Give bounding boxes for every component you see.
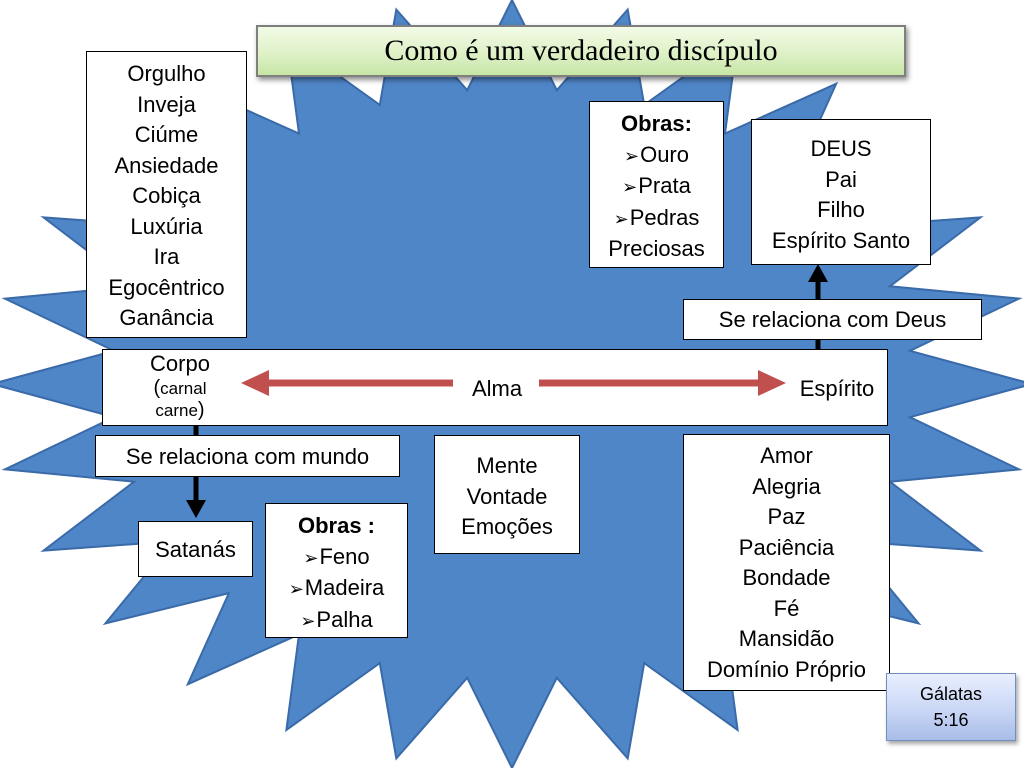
- arrowhead-up-icon: [808, 264, 828, 282]
- satan-box: Satanás: [138, 521, 253, 577]
- list-item: Alegria: [752, 473, 821, 499]
- reference-book: Gálatas: [919, 684, 983, 704]
- list-item: Pai: [825, 166, 857, 192]
- list-item: Inveja: [137, 91, 196, 117]
- list-item: Ansiedade: [114, 152, 219, 178]
- arrow-left-icon: [241, 370, 269, 396]
- list-item: Cobiça: [132, 183, 201, 208]
- axis-paren-close: ): [197, 399, 205, 421]
- flesh-traits-list: Orgulho Inveja Ciúme Ansiedade Cobiça Lu…: [86, 51, 247, 338]
- list-item: Madeira: [266, 573, 407, 605]
- body-soul-spirit-axis: Corpo (carnal carne) Alma Espírito: [102, 349, 888, 426]
- fruits-spirit-box: Amor Alegria Paz Paciência Bondade Fé Ma…: [683, 434, 890, 691]
- list-item: Orgulho: [127, 61, 206, 86]
- list-item: Paciência: [738, 534, 835, 560]
- axis-corpo-label: Corpo: [150, 351, 210, 376]
- list-item: Mente: [476, 453, 538, 478]
- axis-paren-open: (: [153, 377, 161, 399]
- list-item: Amor: [760, 443, 813, 468]
- list-item: Espírito Santo: [771, 227, 911, 253]
- list-item: Domínio Próprio: [707, 656, 866, 682]
- list-item: Preciosas: [608, 236, 705, 261]
- list-item: Palha: [266, 605, 407, 637]
- spirit-works-heading: Obras:: [621, 111, 692, 136]
- list-item: Pedras: [590, 203, 723, 235]
- list-item: Ouro: [590, 140, 723, 172]
- soul-parts-box: Mente Vontade Emoções: [434, 435, 580, 554]
- relates-god-box: Se relaciona com Deus: [683, 299, 982, 340]
- list-item: Emoções: [461, 514, 553, 539]
- list-item: Egocêntrico: [108, 274, 225, 300]
- list-item: Prata: [590, 171, 723, 203]
- list-item: DEUS: [810, 136, 872, 161]
- list-item: Filho: [817, 197, 865, 222]
- relates-world-box: Se relaciona com mundo: [95, 435, 400, 477]
- list-item: Ganância: [119, 305, 214, 330]
- list-item: Mansidão: [738, 626, 835, 651]
- axis-carnal-label: (carnal: [125, 378, 235, 399]
- page-title: Como é um verdadeiro discípulo: [256, 25, 906, 77]
- scripture-reference-note: Gálatas 5:16: [886, 673, 1016, 741]
- list-item: Ira: [153, 244, 180, 269]
- list-item: Bondade: [742, 565, 831, 590]
- list-item: Vontade: [466, 483, 548, 509]
- list-item: Fé: [773, 595, 800, 621]
- list-item: Paz: [767, 504, 806, 529]
- axis-arrows: [241, 370, 786, 396]
- axis-espirito-label: Espírito: [799, 376, 875, 401]
- flesh-works-box: Obras : Feno Madeira Palha: [265, 503, 408, 638]
- list-item: Feno: [266, 542, 407, 574]
- reference-verse: 5:16: [933, 710, 969, 730]
- axis-carne-label: carne): [125, 399, 235, 422]
- god-box: DEUS Pai Filho Espírito Santo: [751, 119, 931, 265]
- spirit-works-box: Obras: Ouro Prata Pedras Preciosas: [589, 101, 724, 268]
- axis-alma-label: Alma: [471, 376, 523, 401]
- axis-carne-text: carne: [155, 401, 198, 420]
- arrowhead-down-icon: [186, 500, 206, 518]
- list-item: Ciúme: [134, 122, 199, 147]
- flesh-works-heading: Obras :: [297, 513, 376, 538]
- arrow-right-icon: [758, 370, 786, 396]
- axis-carnal-text: carnal: [160, 379, 207, 398]
- list-item: Luxúria: [130, 213, 203, 239]
